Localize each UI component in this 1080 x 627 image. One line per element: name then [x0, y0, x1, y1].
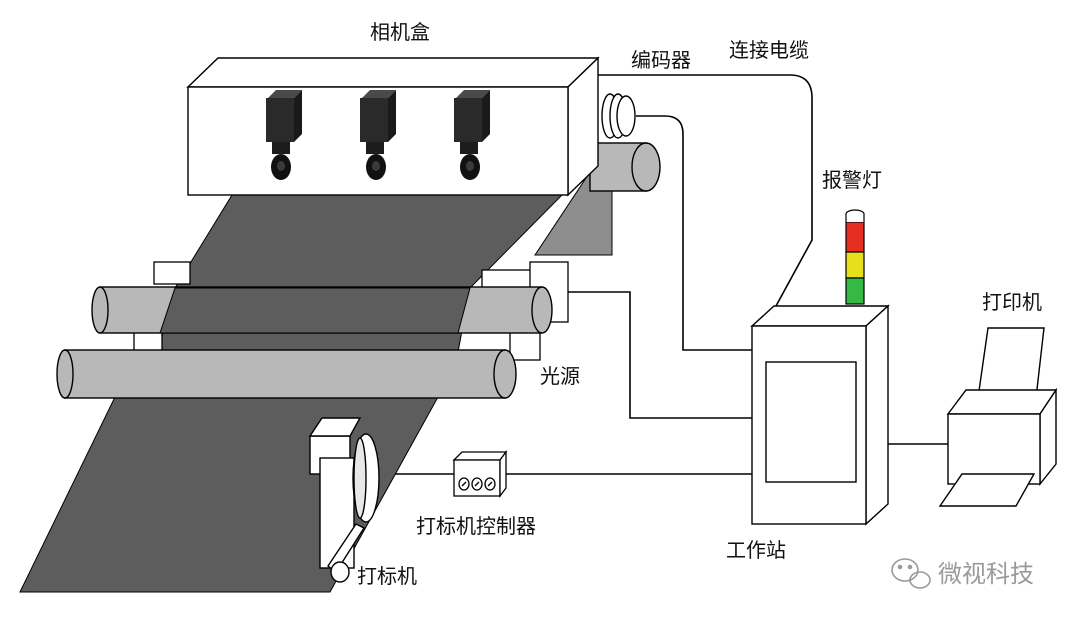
label-cable: 连接电缆 [729, 38, 809, 62]
industrial-camera-2 [360, 90, 396, 180]
alarm-light-tower [845, 209, 865, 305]
label-printer: 打印机 [982, 290, 1042, 314]
marking-machine [308, 417, 380, 583]
wechat-icon [891, 558, 931, 589]
upper-guide-roller [91, 286, 553, 334]
watermark-text: 微视科技 [938, 560, 1034, 588]
industrial-camera-3 [454, 90, 490, 180]
label-marker: 打标机 [357, 564, 417, 588]
printer-paper-tray [938, 473, 1036, 507]
cable-encoder-workstation [636, 115, 752, 351]
workstation-side [865, 304, 889, 526]
label-light-source: 光源 [540, 364, 580, 388]
lower-guide-roller [56, 349, 517, 399]
label-encoder: 编码器 [631, 48, 691, 72]
top-roller [589, 142, 661, 192]
encoder [601, 93, 636, 139]
industrial-camera-1 [266, 90, 302, 180]
cable-camera-workstation [592, 74, 813, 307]
label-workstation: 工作站 [726, 538, 786, 562]
label-marker-controller: 打标机控制器 [416, 514, 536, 538]
printer-device [938, 327, 1058, 507]
camera-box-top [186, 57, 600, 88]
label-alarm-light: 报警灯 [822, 168, 882, 192]
workstation-screen [765, 361, 857, 483]
workstation-top [750, 305, 890, 327]
label-camera-box: 相机盒 [370, 20, 430, 44]
cable-light-workstation [567, 291, 752, 419]
marker-controller-box [452, 450, 508, 498]
workstation [750, 304, 890, 526]
cable-lines [380, 74, 948, 475]
printer-paper-out [977, 327, 1045, 399]
